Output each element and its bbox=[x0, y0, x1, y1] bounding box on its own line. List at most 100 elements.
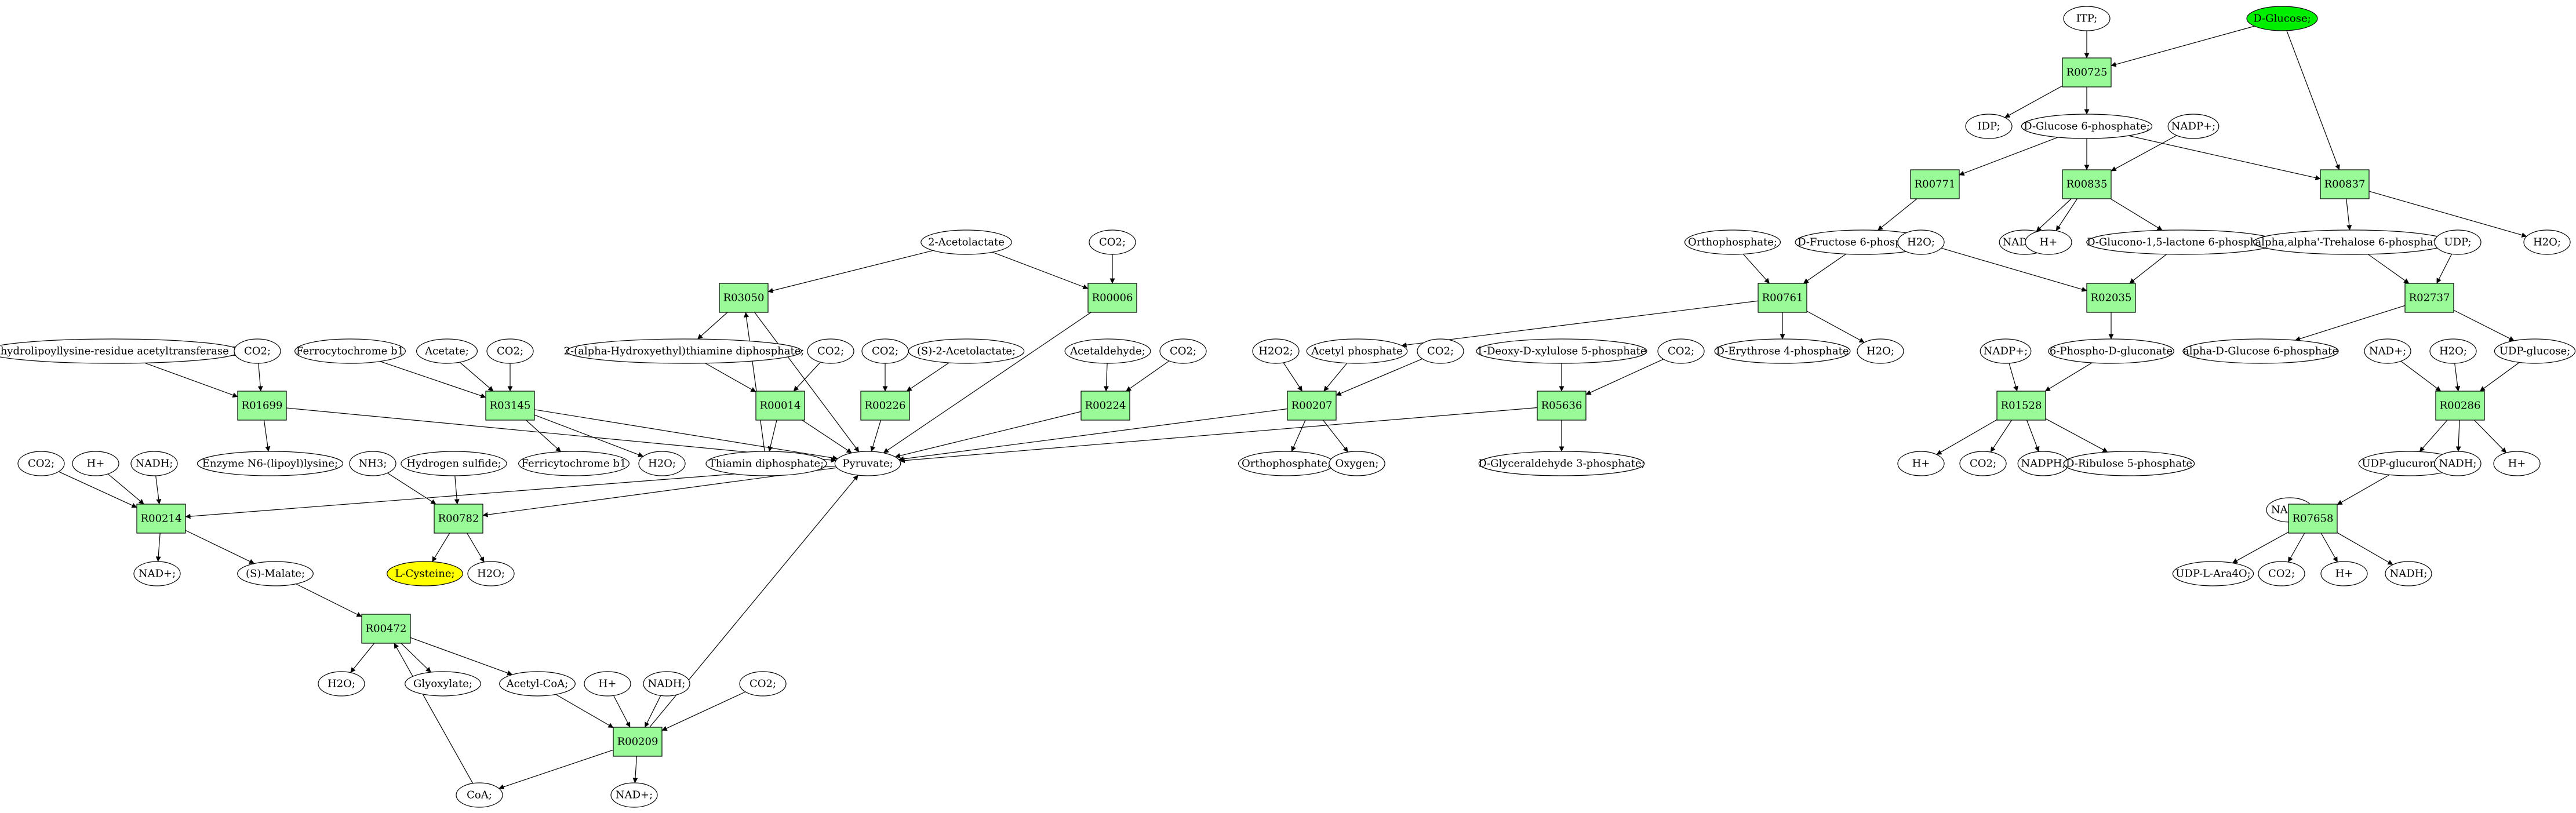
edge-n27-to-n49 bbox=[257, 363, 263, 392]
metabolite-node-6-phospho-d-gluconate: 6-Phospho-D-gluconate bbox=[2048, 338, 2174, 364]
metabolite-ellipse bbox=[1965, 114, 2013, 139]
metabolite-node-co2: CO2; bbox=[17, 451, 65, 476]
metabolite-node-co2: CO2; bbox=[807, 338, 854, 364]
edge-n8-to-n14 bbox=[2055, 198, 2078, 231]
metabolite-node-h: H+ bbox=[2025, 229, 2072, 255]
edge-n87-to-n92 bbox=[350, 643, 375, 673]
reaction-box bbox=[434, 504, 483, 534]
reaction-box bbox=[2062, 169, 2112, 199]
reaction-box bbox=[1087, 283, 1137, 313]
metabolite-node-acetate: Acetate; bbox=[416, 338, 478, 364]
reaction-box bbox=[485, 391, 535, 421]
metabolite-node-d-fructose-6-phosphate: D-Fructose 6-phosphate; bbox=[1795, 229, 1931, 255]
reaction-box bbox=[1287, 391, 1337, 421]
metabolite-node-2-alpha-hydroxyethyl-thiamine-diphosphate: 2-(alpha-Hydroxyethyl)thiamine diphospha… bbox=[564, 338, 804, 364]
edge-n52-to-n65 bbox=[870, 420, 882, 452]
edge-n36-to-n53 bbox=[1126, 360, 1170, 392]
metabolite-node-d-glucono-1-5-lactone-6-phosphate: D-Glucono-1,5-lactone 6-phosphate; bbox=[2086, 229, 2277, 255]
node-label: R00782 bbox=[438, 513, 479, 525]
metabolite-ellipse bbox=[1306, 338, 1408, 364]
node-label: NADH; bbox=[2439, 458, 2477, 470]
reaction-box bbox=[1080, 391, 1130, 421]
node-label: D-Ribulose 5-phosphate bbox=[2066, 458, 2192, 470]
metabolite-node-d-ribulose-5-phosphate: D-Ribulose 5-phosphate bbox=[2063, 451, 2195, 476]
metabolite-node-h2o: H2O; bbox=[2429, 338, 2477, 364]
node-label: NADH; bbox=[2390, 568, 2428, 580]
metabolite-node-orthophosphate: Orthophosphate; bbox=[1238, 451, 1335, 476]
reaction-node-r00837: R00837 bbox=[2320, 169, 2370, 199]
metabolite-ellipse bbox=[739, 671, 787, 697]
edge-n38-to-n54 bbox=[1323, 363, 1348, 392]
node-label: H2O2; bbox=[1258, 345, 1293, 358]
edge-n72-to-n86 bbox=[2337, 474, 2390, 505]
metabolite-ellipse bbox=[499, 671, 576, 697]
metabolite-node-coa: CoA; bbox=[456, 782, 503, 808]
metabolite-node-pyruvate: Pyruvate; bbox=[834, 451, 901, 476]
metabolite-node-h: H+ bbox=[584, 671, 631, 697]
metabolite-ellipse bbox=[2258, 561, 2305, 586]
node-label: NADP+; bbox=[2171, 121, 2215, 133]
edge-n57-to-n73 bbox=[2455, 420, 2461, 452]
edge-n17-to-n25 bbox=[2436, 254, 2453, 284]
node-label: Acetyl-CoA; bbox=[506, 678, 569, 690]
node-label: R03145 bbox=[490, 400, 531, 412]
edge-n50-to-n63 bbox=[534, 414, 644, 457]
node-label: R00226 bbox=[865, 400, 906, 412]
edge-n34-to-n52 bbox=[906, 362, 949, 392]
edge-n60-to-n75 bbox=[155, 475, 162, 505]
reaction-node-r00224: R00224 bbox=[1080, 391, 1130, 421]
edge-n71-to-n77 bbox=[1936, 419, 1998, 455]
node-label: Ferricytochrome b1 bbox=[522, 458, 627, 470]
metabolite-node-2-acetolactate: 2-Acetolactate bbox=[920, 229, 1012, 255]
node-label: D-Erythrose 4-phosphate bbox=[1716, 345, 1849, 358]
edge-n49-to-n65 bbox=[286, 407, 836, 463]
metabolite-ellipse bbox=[2172, 561, 2254, 586]
reaction-box bbox=[719, 283, 769, 313]
node-label: R00771 bbox=[1915, 178, 1956, 191]
edge-n28-to-n50 bbox=[380, 361, 486, 399]
reaction-box bbox=[2086, 283, 2136, 313]
reaction-box bbox=[361, 614, 411, 644]
metabolite-ellipse bbox=[1064, 338, 1151, 364]
node-label: CO2; bbox=[1170, 345, 1196, 358]
metabolite-ellipse bbox=[1478, 451, 1645, 476]
reaction-node-r00006: R00006 bbox=[1087, 283, 1137, 313]
reaction-box bbox=[860, 391, 910, 421]
node-label: 2-Acetolactate bbox=[928, 236, 1005, 249]
metabolite-node-h2o: H2O; bbox=[467, 561, 515, 586]
edge-n41-to-n55 bbox=[1585, 359, 1664, 395]
metabolite-node-alpha-d-glucose-6-phosphate: alpha-D-Glucose 6-phosphate bbox=[2182, 338, 2339, 364]
node-label: NH3; bbox=[359, 458, 387, 470]
metabolite-ellipse bbox=[807, 338, 854, 364]
node-label: (S)-Malate; bbox=[246, 568, 305, 580]
metabolite-ellipse bbox=[318, 671, 365, 697]
edge-n2-to-n3 bbox=[2111, 25, 2255, 67]
node-label: Acetaldehyde; bbox=[1069, 345, 1145, 358]
reaction-node-r00207: R00207 bbox=[1287, 391, 1337, 421]
node-label: R03050 bbox=[723, 292, 765, 304]
reaction-node-r02737: R02737 bbox=[2404, 283, 2454, 313]
metabolite-node-co2: CO2; bbox=[1417, 338, 1464, 364]
metabolite-ellipse bbox=[2025, 229, 2072, 255]
node-label: Pyruvate; bbox=[842, 458, 893, 470]
metabolite-ellipse bbox=[1417, 338, 1464, 364]
reaction-node-r00761: R00761 bbox=[1758, 283, 1807, 313]
node-label: H+ bbox=[1912, 458, 1930, 470]
metabolite-ellipse bbox=[467, 561, 515, 586]
metabolite-node-h2o2: H2O2; bbox=[1252, 338, 1300, 364]
reaction-node-r01699: R01699 bbox=[237, 391, 287, 421]
metabolite-node-h2o: H2O; bbox=[2523, 229, 2571, 255]
edge-n35-to-n53 bbox=[1103, 363, 1109, 392]
reaction-box bbox=[1758, 283, 1807, 313]
node-label: D-Glucose 6-phosphate; bbox=[2024, 121, 2150, 133]
node-label: UDP-glucuronate; bbox=[2362, 458, 2456, 470]
edge-n37-to-n54 bbox=[1283, 362, 1303, 392]
node-label: UDP; bbox=[2444, 236, 2471, 249]
edge-layer bbox=[58, 25, 2527, 790]
edge-n86-to-n90 bbox=[2320, 533, 2338, 563]
metabolite-node-itp: ITP; bbox=[2063, 6, 2111, 31]
node-label: R02035 bbox=[2091, 292, 2132, 304]
edge-n95-to-n98 bbox=[613, 695, 631, 728]
metabolite-ellipse bbox=[2494, 338, 2576, 364]
